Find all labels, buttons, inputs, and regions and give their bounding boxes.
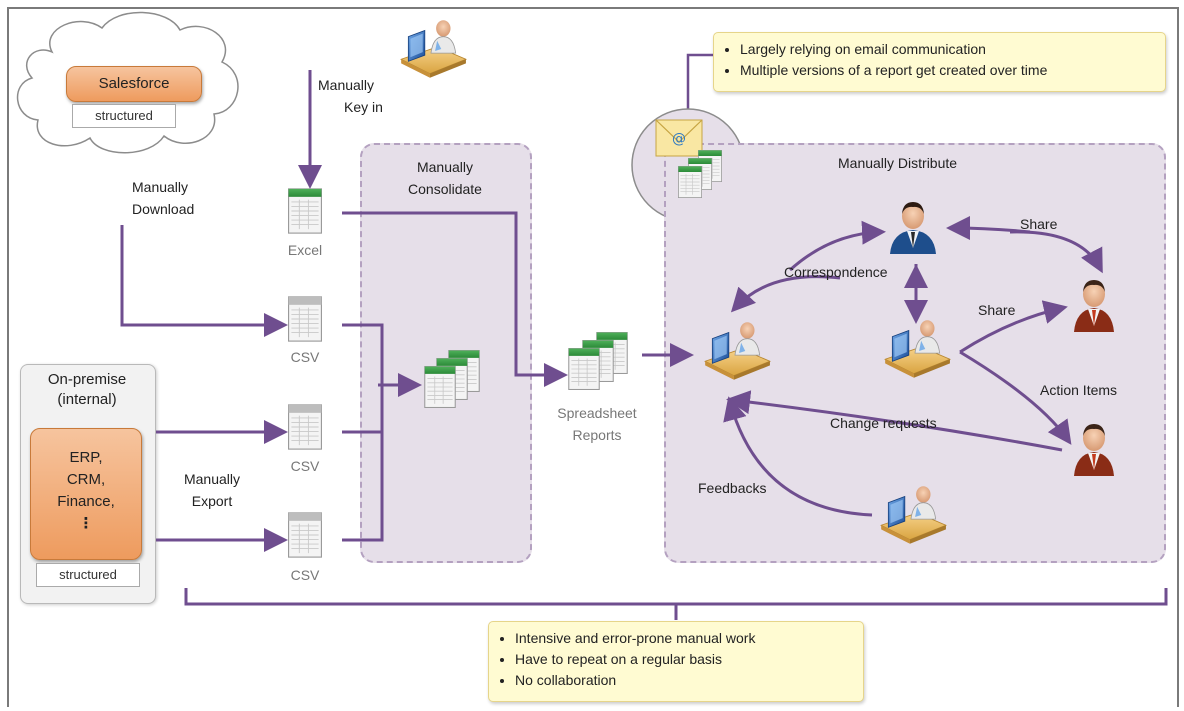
salesforce-structured-tag: structured (72, 104, 176, 128)
distribute-label: Manually Distribute (838, 153, 957, 173)
workstation-user-icon-mid (884, 319, 951, 379)
arrow-correspondence-2 (730, 275, 841, 313)
download-line1: Manually (132, 179, 189, 195)
top-note-list: Largely relying on email communication M… (714, 39, 1165, 81)
top-note-item: Largely relying on email communication (740, 39, 1165, 60)
arrow-feedbacks (723, 396, 873, 517)
consolidate-line2: Consolidate (408, 181, 482, 197)
systems-box: ERP, CRM, Finance, ⋮ (30, 428, 142, 560)
onpremise-title: On-premise (internal) (20, 370, 154, 410)
bottom-note-item: No collaboration (515, 670, 863, 691)
workstation-user-icon-main (704, 321, 771, 381)
bottom-note-item: Have to repeat on a regular basis (515, 649, 863, 670)
share-mid-label: Share (978, 302, 1016, 318)
consolidated-stack-icon (424, 350, 480, 408)
top-note-item: Multiple versions of a report get create… (740, 60, 1165, 81)
bottom-note-list: Intensive and error-prone manual work Ha… (489, 628, 863, 691)
excel-label: Excel (287, 242, 323, 258)
spreadsheet-stack-icon (568, 332, 628, 390)
arrow-correspondence-1 (788, 220, 886, 272)
businessman-icon-top (1074, 280, 1114, 332)
key-in-label: Manually Key in (318, 74, 383, 118)
workstation-user-icon-bottom (880, 485, 947, 545)
arrow-excel-to-reports (342, 211, 568, 387)
spreadsheet-reports-line1: Spreadsheet (557, 405, 637, 421)
correspondence-label: Correspondence (784, 264, 888, 280)
distribute-word2: Distribute (897, 155, 958, 171)
note-connector (686, 53, 713, 112)
arrow-share-top-2 (946, 216, 1031, 241)
export-line1: Manually (183, 471, 241, 487)
arrow-share-top-1 (1009, 230, 1103, 274)
bottom-note: Intensive and error-prone manual work Ha… (488, 621, 864, 702)
export-line2: Export (191, 493, 233, 509)
share-top-label: Share (1020, 216, 1058, 232)
csv-file-icon-1 (288, 296, 322, 342)
salesforce-box: Salesforce (66, 66, 202, 102)
arrow-share-mid (959, 300, 1068, 354)
download-line2: Download (132, 201, 195, 217)
csv-label-2: CSV (290, 458, 320, 474)
system-erp: ERP, (69, 449, 103, 466)
feedbacks-label: Feedbacks (698, 480, 767, 496)
action-items-label: Action Items (1040, 382, 1118, 398)
change-requests-label: Change requests (830, 415, 937, 431)
system-crm: CRM, (66, 471, 106, 488)
businessman-icon-bottom (1074, 424, 1114, 476)
arrow-download (120, 225, 288, 337)
csv-label-1: CSV (290, 349, 320, 365)
csv-file-icon-2 (288, 404, 322, 450)
consolidate-label: Manually Consolidate (380, 156, 510, 200)
arrow-action-items (959, 350, 1072, 445)
top-note: Largely relying on email communication M… (713, 32, 1166, 92)
system-more: ⋮ (78, 515, 94, 532)
spreadsheet-reports-label: Spreadsheet Reports (545, 402, 649, 446)
onpremise-title-line2: (internal) (57, 391, 117, 408)
spreadsheet-reports-line2: Reports (572, 427, 622, 443)
manager-icon (890, 202, 936, 254)
salesforce-label: Salesforce (98, 75, 170, 92)
distribute-word1: Manually (838, 155, 895, 171)
email-icon: @ (655, 119, 722, 198)
arrow-change-requests (726, 390, 1063, 452)
onpremise-title-line1: On-premise (47, 371, 127, 388)
diagram-frame (7, 7, 1179, 707)
key-in-line2: Key in (344, 99, 383, 115)
export-label: Manually Export (168, 468, 256, 512)
onpremise-structured-tag: structured (36, 563, 140, 587)
download-label: Manually Download (132, 176, 194, 220)
consolidate-line1: Manually (416, 159, 474, 175)
key-in-line1: Manually (318, 77, 375, 93)
workstation-user-icon-keyin (400, 19, 467, 79)
excel-file-icon (288, 188, 322, 234)
bottom-bracket (184, 588, 1168, 620)
bottom-note-item: Intensive and error-prone manual work (515, 628, 863, 649)
system-finance: Finance, (57, 493, 115, 510)
csv-file-icon-3 (288, 512, 322, 558)
svg-text:@: @ (672, 131, 686, 147)
csv-label-3: CSV (290, 567, 320, 583)
